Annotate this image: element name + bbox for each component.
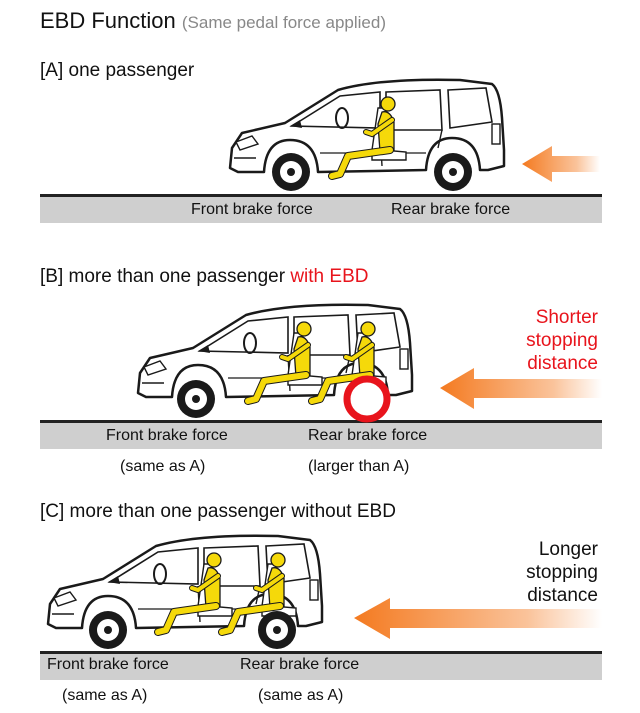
section-c-label: [C] more than one passenger without EBD bbox=[40, 501, 396, 522]
car-b-front-wheel bbox=[177, 380, 215, 418]
car-c-rear-wheel bbox=[258, 611, 296, 649]
car-c-front-wheel bbox=[89, 611, 127, 649]
road-b-front-label: Front brake force bbox=[106, 427, 228, 444]
car-c bbox=[46, 534, 324, 649]
road-b bbox=[40, 420, 602, 449]
road-a bbox=[40, 194, 602, 223]
section-b-label: [B] more than one passenger with EBD bbox=[40, 266, 368, 288]
arrow-b bbox=[440, 368, 602, 409]
b-rear-note: (larger than A) bbox=[308, 458, 410, 475]
car-a-rear-wheel bbox=[434, 153, 472, 191]
longer-stopping-distance: Longer stopping distance bbox=[526, 538, 598, 607]
side-line: distance bbox=[527, 585, 598, 606]
road-a-rear-label: Rear brake force bbox=[391, 201, 511, 218]
side-line: Shorter bbox=[535, 307, 598, 328]
arrow-c bbox=[354, 598, 602, 639]
road-c-rear-label: Rear brake force bbox=[240, 656, 360, 673]
side-line: stopping bbox=[526, 330, 598, 351]
c-rear-note: (same as A) bbox=[258, 687, 344, 704]
road-a-front-label: Front brake force bbox=[191, 201, 313, 218]
side-line: Longer bbox=[538, 539, 598, 560]
section-b-label-text: [B] more than one passenger bbox=[40, 266, 286, 287]
arrow-a bbox=[522, 146, 600, 182]
title-subtitle: (Same pedal force applied) bbox=[181, 13, 386, 32]
car-a-front-wheel bbox=[272, 153, 310, 191]
page-title: EBD Function (Same pedal force applied) bbox=[40, 8, 386, 34]
b-front-note: (same as A) bbox=[120, 458, 206, 475]
car-a bbox=[228, 78, 506, 191]
road-c bbox=[40, 651, 602, 680]
side-line: stopping bbox=[526, 562, 598, 583]
road-c-front-label: Front brake force bbox=[47, 656, 169, 673]
section-b-label-ebd: with EBD bbox=[290, 266, 369, 287]
car-b bbox=[136, 303, 414, 423]
section-a-label: [A] one passenger bbox=[40, 60, 195, 81]
c-front-note: (same as A) bbox=[62, 687, 148, 704]
car-b-rear-wheel-highlight bbox=[343, 375, 391, 423]
shorter-stopping-distance: Shorter stopping distance bbox=[526, 306, 598, 375]
side-line: distance bbox=[527, 353, 598, 374]
road-b-rear-label: Rear brake force bbox=[308, 427, 428, 444]
title-main: EBD Function bbox=[40, 8, 176, 33]
